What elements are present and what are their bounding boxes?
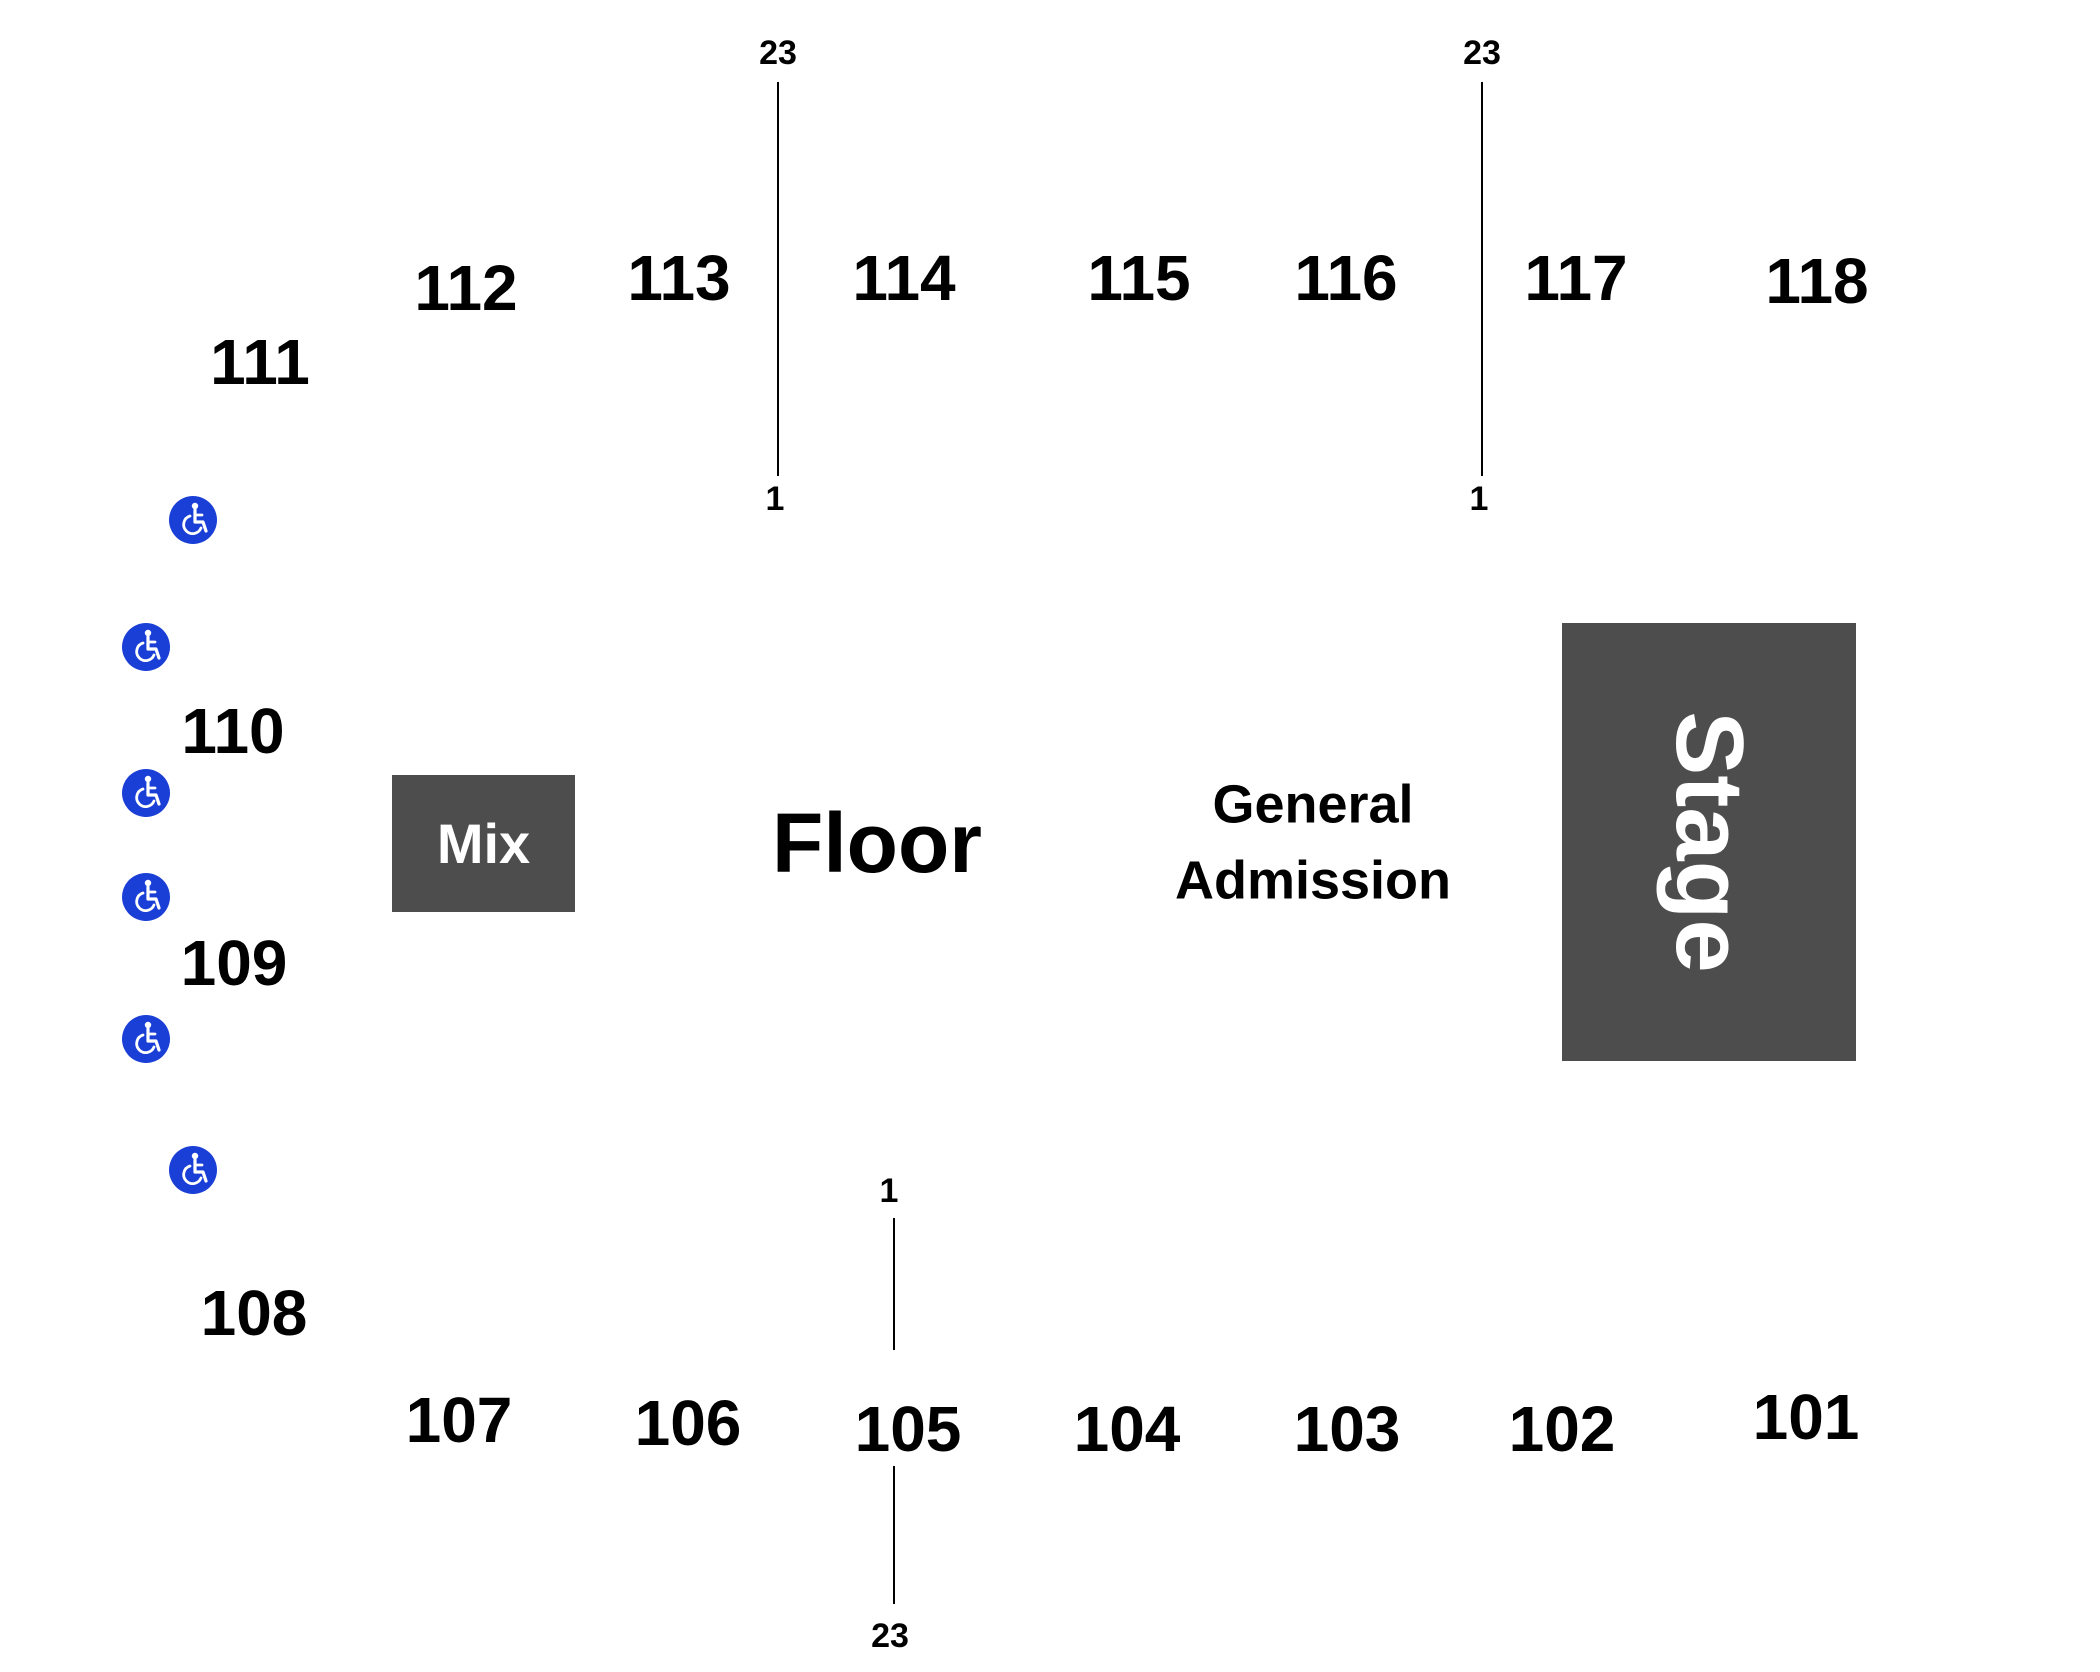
floor-label[interactable]: Floor <box>772 796 982 890</box>
section-105[interactable]: 105 <box>854 1393 962 1465</box>
row-marker-1: 1 <box>879 1172 899 1210</box>
section-110[interactable]: 110 <box>181 695 285 767</box>
row-marker-1: 1 <box>1469 480 1489 518</box>
stage <box>1562 623 1856 1061</box>
section-117[interactable]: 117 <box>1524 242 1628 314</box>
stage-label: Stage <box>1656 711 1763 973</box>
section-111[interactable]: 111 <box>210 326 310 398</box>
row-divider-line <box>893 1218 895 1350</box>
section-106[interactable]: 106 <box>634 1387 742 1459</box>
section-114[interactable]: 114 <box>852 242 956 314</box>
row-divider-line <box>777 82 779 476</box>
wheelchair-accessible-icon[interactable] <box>168 1145 218 1195</box>
section-116[interactable]: 116 <box>1294 242 1398 314</box>
row-divider-line <box>1481 82 1483 476</box>
general-admission-line1: General <box>1212 774 1414 835</box>
section-118[interactable]: 118 <box>1765 245 1869 317</box>
wheelchair-accessible-icon[interactable] <box>121 768 171 818</box>
general-admission-line2: Admission <box>1174 850 1452 910</box>
section-113[interactable]: 113 <box>627 242 731 314</box>
section-102[interactable]: 102 <box>1508 1393 1616 1465</box>
wheelchair-accessible-icon[interactable] <box>121 622 171 672</box>
row-marker-23: 23 <box>871 1617 909 1655</box>
section-104[interactable]: 104 <box>1073 1393 1181 1465</box>
section-112[interactable]: 112 <box>414 252 518 324</box>
section-108[interactable]: 108 <box>200 1277 308 1349</box>
row-marker-1: 1 <box>765 480 785 518</box>
section-101[interactable]: 101 <box>1752 1381 1860 1453</box>
general-admission-label[interactable]: General Admission <box>1175 767 1451 918</box>
wheelchair-accessible-icon[interactable] <box>168 495 218 545</box>
mix-booth: Mix <box>392 775 575 912</box>
mix-label: Mix <box>436 812 531 875</box>
section-109[interactable]: 109 <box>180 927 288 999</box>
wheelchair-accessible-icon[interactable] <box>121 1014 171 1064</box>
row-marker-23: 23 <box>759 34 797 72</box>
section-107[interactable]: 107 <box>405 1384 513 1456</box>
section-115[interactable]: 115 <box>1087 242 1191 314</box>
wheelchair-accessible-icon[interactable] <box>121 872 171 922</box>
row-divider-line <box>893 1466 895 1604</box>
section-103[interactable]: 103 <box>1293 1393 1401 1465</box>
row-marker-23: 23 <box>1463 34 1501 72</box>
